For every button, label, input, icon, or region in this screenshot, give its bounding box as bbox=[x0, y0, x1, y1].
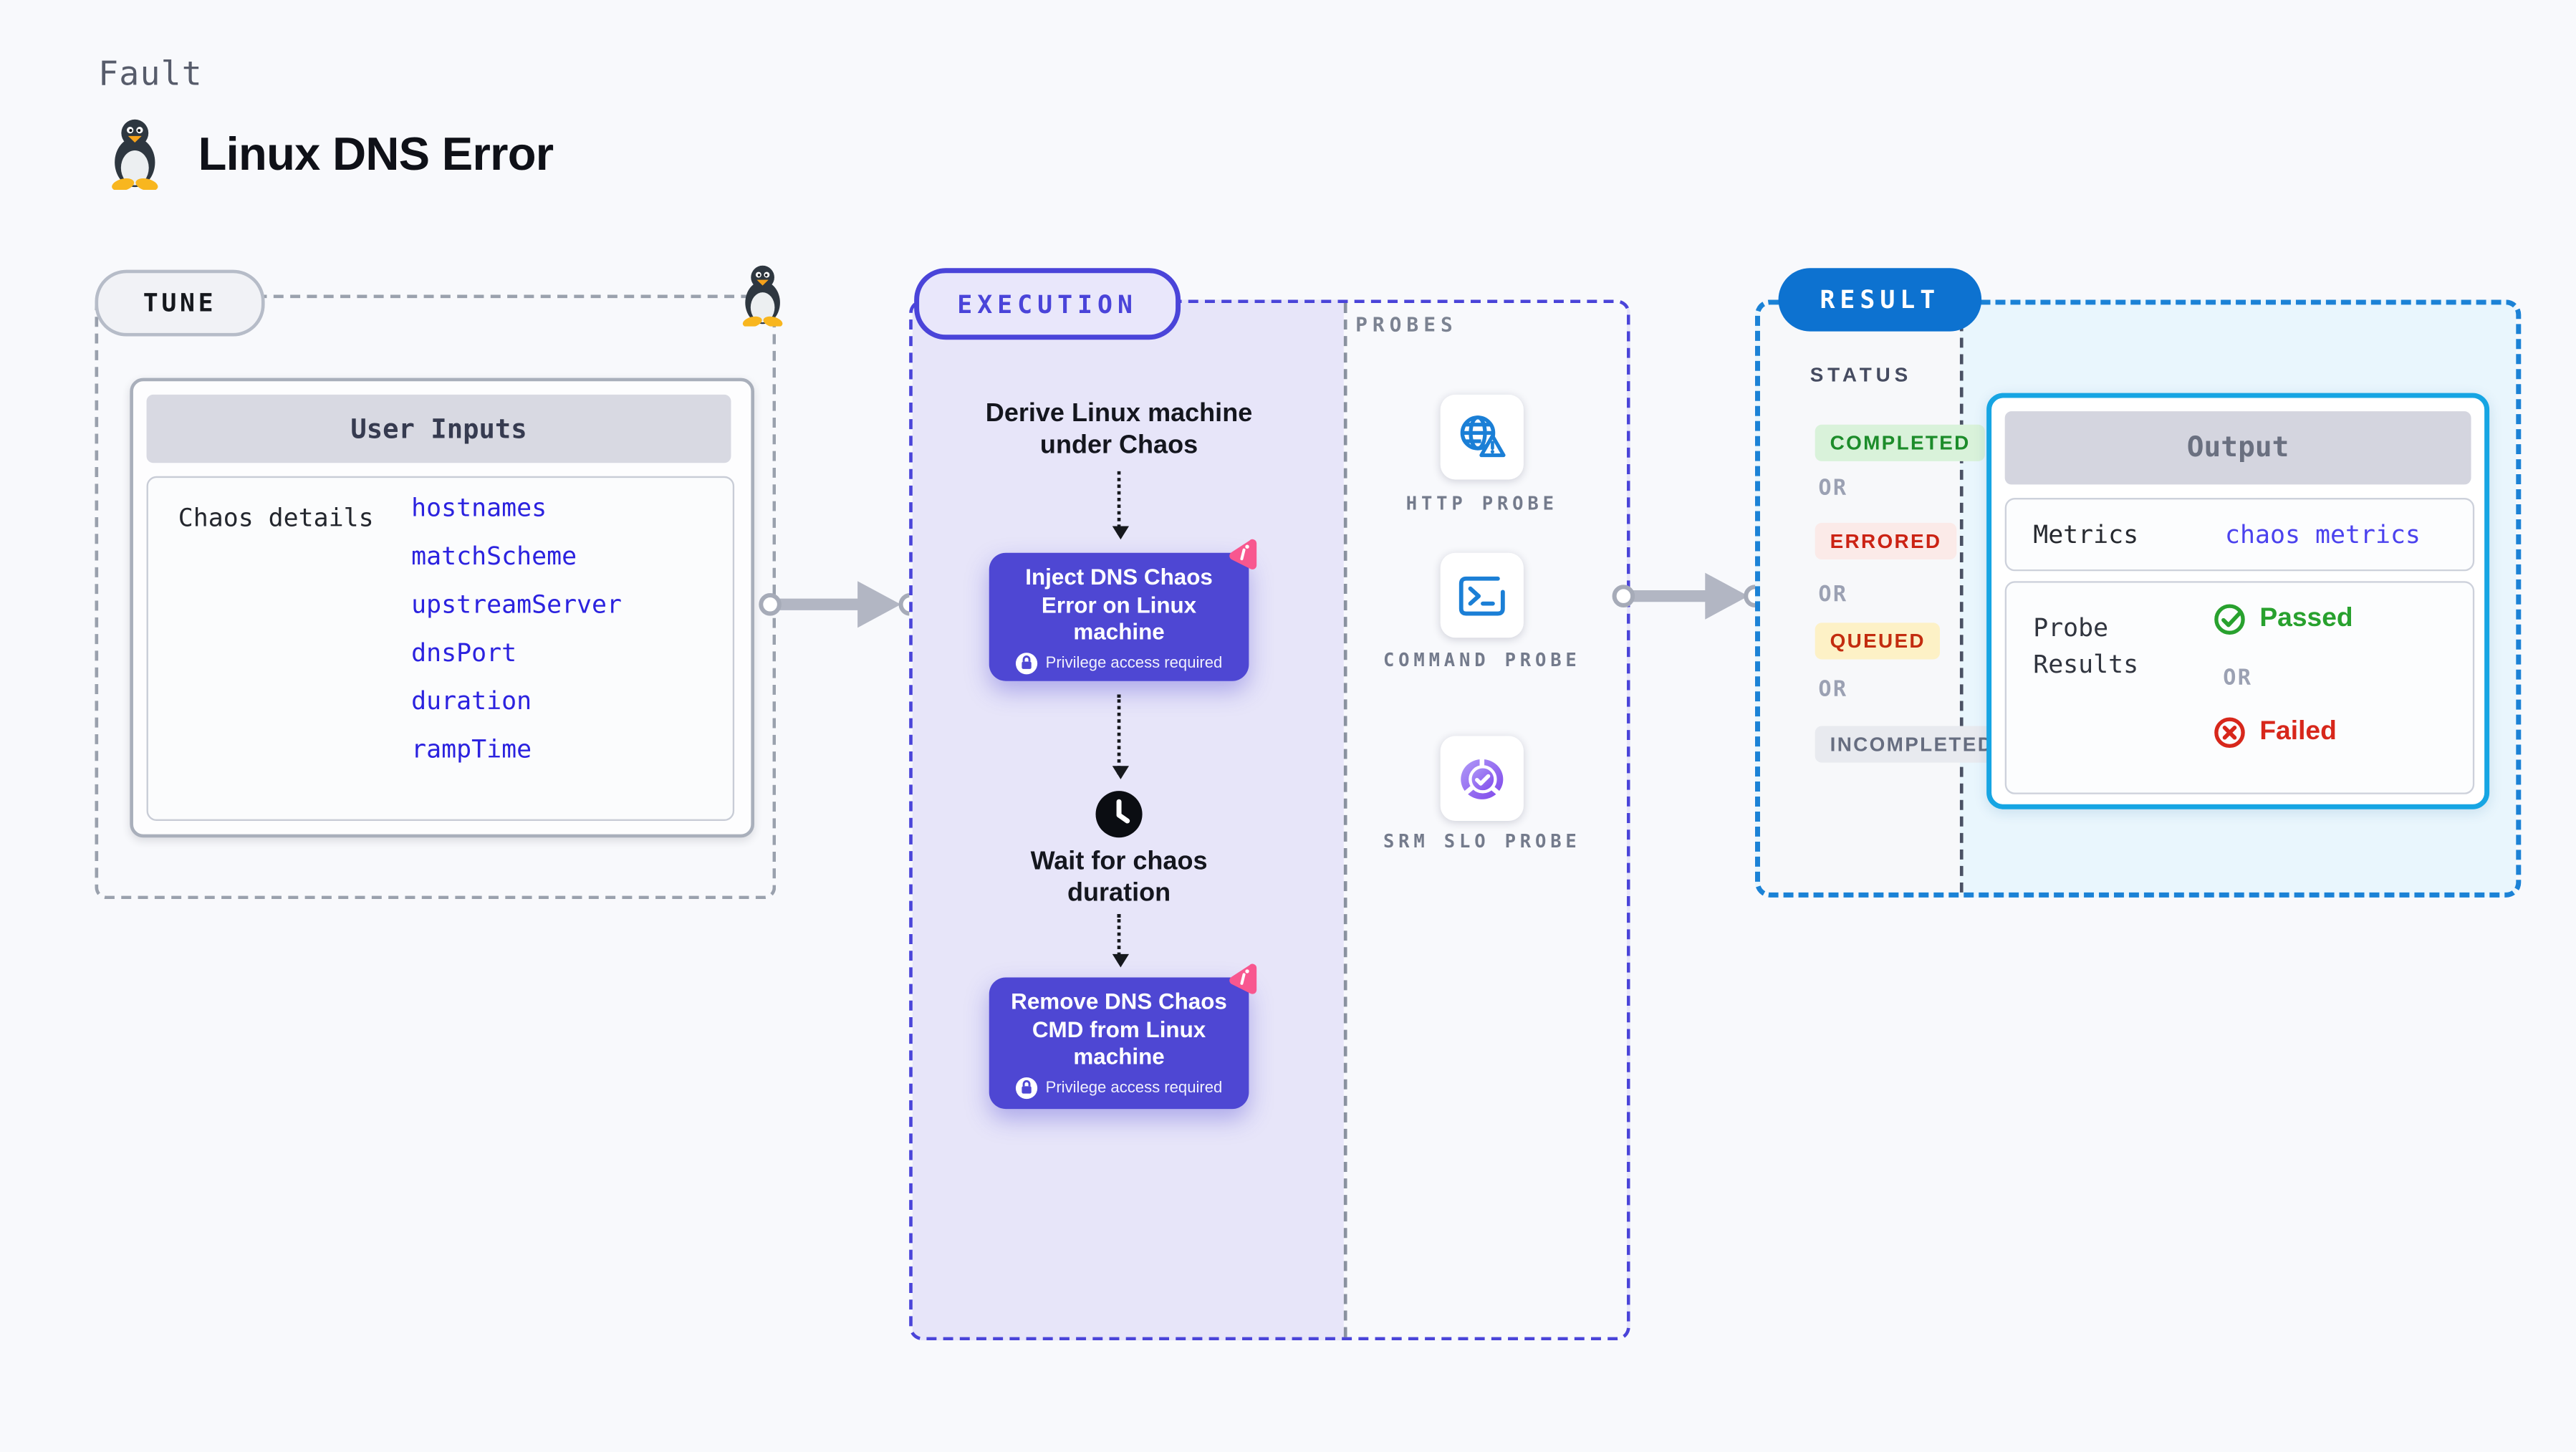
check-circle-icon bbox=[2214, 604, 2245, 635]
page-title: Linux DNS Error bbox=[198, 128, 554, 181]
wait-step-text: Wait for chaos duration bbox=[1030, 847, 1208, 908]
probes-divider bbox=[1343, 303, 1347, 1337]
srm-slo-probe-card[interactable] bbox=[1440, 736, 1524, 821]
metrics-value-link[interactable]: chaos metrics bbox=[2225, 519, 2421, 550]
inject-chaos-node[interactable]: Inject DNS Chaos Error on Linux machine … bbox=[989, 539, 1257, 681]
status-completed-badge: COMPLETED bbox=[1815, 424, 1986, 461]
srm-slo-probe-label: SRM SLO PROBE bbox=[1383, 830, 1581, 853]
http-probe-card[interactable] bbox=[1440, 394, 1524, 480]
user-inputs-header: User Inputs bbox=[146, 394, 731, 463]
command-probe-card[interactable] bbox=[1440, 552, 1524, 638]
slo-donut-icon bbox=[1461, 757, 1504, 799]
or-separator: OR bbox=[2223, 665, 2253, 691]
status-incompleted-badge: INCOMPLETED bbox=[1815, 726, 2009, 763]
inject-node-title: Inject DNS Chaos Error on Linux machine bbox=[1025, 564, 1213, 645]
metrics-label: Metrics bbox=[2033, 519, 2139, 550]
input-param-duration[interactable]: duration bbox=[411, 686, 532, 716]
derive-step-text: Derive Linux machine under Chaos bbox=[985, 399, 1253, 460]
linux-tux-small-icon bbox=[742, 265, 783, 327]
or-separator: OR bbox=[1818, 582, 1848, 608]
probe-results-row: Probe Results Passed OR Failed bbox=[2004, 581, 2475, 794]
chaos-details-panel: Chaos details hostnames matchScheme upst… bbox=[146, 476, 735, 821]
status-errored-badge: ERRORED bbox=[1815, 522, 1957, 560]
input-param-dnsport[interactable]: dnsPort bbox=[411, 638, 517, 668]
chaos-pinwheel-icon bbox=[1229, 963, 1257, 994]
lock-icon bbox=[1015, 652, 1037, 674]
input-param-ramptime[interactable]: rampTime bbox=[411, 734, 532, 764]
chaos-details-label: Chaos details bbox=[178, 502, 374, 533]
lock-icon bbox=[1015, 1076, 1037, 1099]
probes-heading: PROBES bbox=[1355, 313, 1458, 337]
input-param-matchscheme[interactable]: matchScheme bbox=[411, 541, 577, 572]
user-inputs-card: User Inputs Chaos details hostnames matc… bbox=[130, 378, 754, 838]
probe-results-label: Probe Results bbox=[2033, 612, 2139, 680]
input-param-upstreamserver[interactable]: upstreamServer bbox=[411, 589, 623, 620]
wait-clock-icon bbox=[1095, 791, 1143, 838]
result-divider bbox=[1959, 304, 1964, 893]
metrics-row: Metrics chaos metrics bbox=[2004, 498, 2475, 572]
linux-tux-icon bbox=[112, 119, 158, 190]
execution-to-result-arrow bbox=[1612, 572, 1767, 620]
command-probe-label: COMMAND PROBE bbox=[1383, 649, 1581, 671]
chaos-pinwheel-icon bbox=[1229, 539, 1257, 569]
input-param-hostnames[interactable]: hostnames bbox=[411, 493, 547, 523]
failed-result: Failed bbox=[2213, 716, 2337, 749]
status-heading: STATUS bbox=[1810, 362, 1913, 387]
tune-to-execution-arrow bbox=[759, 581, 922, 628]
fault-kind-label: Fault bbox=[98, 53, 203, 94]
passed-result: Passed bbox=[2213, 602, 2353, 635]
status-queued-badge: QUEUED bbox=[1815, 622, 1941, 660]
execution-badge: EXECUTION bbox=[914, 268, 1181, 340]
output-header: Output bbox=[2004, 411, 2471, 485]
flow-arrow-2 bbox=[1111, 694, 1128, 779]
inject-privilege-note: Privilege access required bbox=[1045, 653, 1223, 672]
passed-label: Passed bbox=[2259, 604, 2353, 633]
x-circle-icon bbox=[2214, 717, 2245, 749]
tune-badge: TUNE bbox=[95, 269, 265, 337]
http-probe-label: HTTP PROBE bbox=[1405, 493, 1558, 515]
remove-privilege-note: Privilege access required bbox=[1045, 1078, 1223, 1097]
failed-label: Failed bbox=[2259, 717, 2337, 746]
remove-chaos-node[interactable]: Remove DNS Chaos CMD from Linux machine … bbox=[989, 963, 1257, 1110]
output-card: Output Metrics chaos metrics Probe Resul… bbox=[1986, 393, 2490, 809]
or-separator: OR bbox=[1818, 476, 1848, 501]
remove-node-title: Remove DNS Chaos CMD from Linux machine bbox=[1011, 989, 1227, 1069]
flow-arrow-3 bbox=[1111, 914, 1128, 968]
terminal-icon bbox=[1458, 575, 1505, 615]
flow-arrow-1 bbox=[1111, 471, 1128, 540]
globe-alert-icon bbox=[1460, 414, 1506, 456]
result-badge: RESULT bbox=[1778, 268, 1982, 332]
input-parameter-list: hostnames matchScheme upstreamServer dns… bbox=[411, 494, 622, 762]
or-separator: OR bbox=[1818, 678, 1848, 703]
